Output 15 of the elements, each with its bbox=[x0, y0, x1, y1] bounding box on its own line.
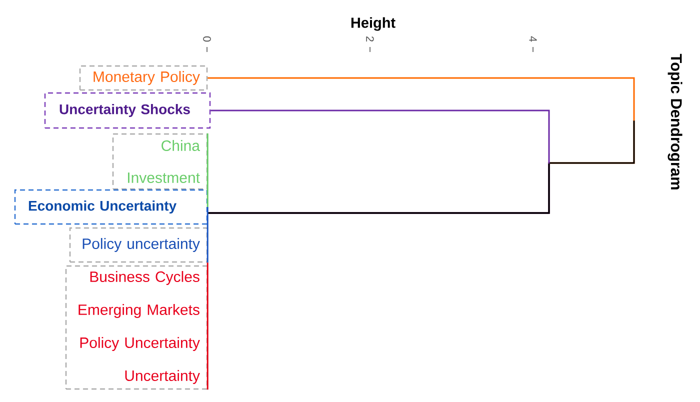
branch-line bbox=[206, 207, 208, 263]
branch-line bbox=[206, 133, 208, 207]
highlight-box: Uncertainty Shocks bbox=[44, 92, 211, 129]
branch-line bbox=[208, 110, 550, 214]
cluster-box: China Investment bbox=[112, 133, 208, 190]
chart-title: Topic Dendrogram bbox=[668, 54, 682, 190]
cluster-box: Policy uncertainty bbox=[69, 227, 208, 263]
tick-label: 0 bbox=[203, 36, 211, 42]
axis-title: Height bbox=[351, 17, 396, 31]
tick-label: 4 bbox=[529, 36, 537, 42]
tick-label: 2 bbox=[366, 36, 374, 42]
branch-line bbox=[206, 262, 208, 390]
cluster-box: Monetary Policy bbox=[79, 65, 208, 91]
highlight-box: Economic Uncertainty bbox=[14, 189, 208, 225]
cluster-box: Business Cycles Emerging Markets Policy Uncertainty Uncertainty bbox=[65, 265, 208, 390]
